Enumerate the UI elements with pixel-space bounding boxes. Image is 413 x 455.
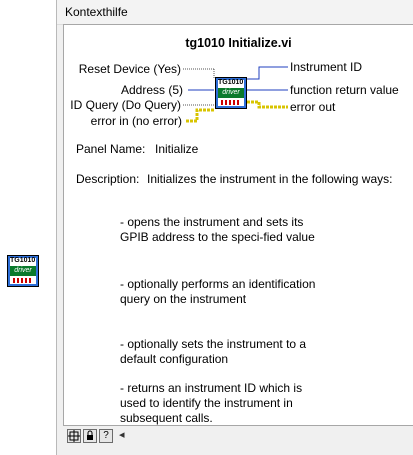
description-bullet: - returns an instrument ID which is used… xyxy=(120,381,303,425)
wire-error-out xyxy=(247,100,288,109)
show-optional-terminals-icon[interactable] xyxy=(67,429,81,443)
wire-instrument-id xyxy=(247,66,288,80)
wire-error-in xyxy=(186,108,214,123)
terminal-error-out: error out xyxy=(290,100,336,114)
horizontal-scrollbar[interactable] xyxy=(135,431,410,443)
description-label: Description: xyxy=(76,172,140,186)
terminal-instrument-id: Instrument ID xyxy=(290,60,363,74)
icon-label: driver xyxy=(10,266,36,276)
terminal-function-return: function return value xyxy=(290,83,399,97)
panel-name-label: Panel Name: xyxy=(76,142,146,156)
lock-icon[interactable] xyxy=(83,429,97,443)
lock-glyph xyxy=(87,430,93,440)
help-icon[interactable]: ? xyxy=(99,429,113,443)
terminal-reset-device: Reset Device (Yes) xyxy=(78,62,181,76)
window-title: Kontexthilfe xyxy=(65,5,128,19)
scroll-left-arrow-icon[interactable]: ◂ xyxy=(119,429,125,441)
icon-connector-bar xyxy=(221,100,241,105)
icon-connector-bar xyxy=(13,278,33,283)
connector-pane-icon: TG1010 driver xyxy=(215,77,247,109)
terminal-error-in: error in (no error) xyxy=(90,114,182,128)
desktop-background: TG1010 driver xyxy=(0,0,56,455)
vi-title: tg1010 Initialize.vi xyxy=(185,36,292,50)
terminal-address: Address (5) xyxy=(120,83,183,97)
icon-header: TG1010 xyxy=(10,257,36,264)
title-bar: Kontexthilfe xyxy=(57,0,413,25)
icon-header: TG1010 xyxy=(218,79,244,86)
help-glyph: ? xyxy=(103,430,109,441)
icon-border xyxy=(8,256,38,286)
help-content: tg1010 Initialize.vi TG1010 driver Reset… xyxy=(63,24,413,426)
description-bullet: - opens the instrument and sets its GPIB… xyxy=(120,215,315,244)
bottom-toolbar: ? ◂ xyxy=(63,427,413,449)
icon-border xyxy=(216,78,246,108)
description-intro: Initializes the instrument in the follow… xyxy=(147,172,393,186)
description-bullet: - optionally performs an identification … xyxy=(120,277,316,306)
vi-icon[interactable]: TG1010 driver xyxy=(7,255,39,287)
connector-glyph xyxy=(68,430,80,442)
description-bullet: - optionally sets the instrument to a de… xyxy=(120,337,307,366)
context-help-window: Kontexthilfe tg1010 Initialize.vi TG1010… xyxy=(56,0,413,455)
icon-label: driver xyxy=(218,88,244,98)
terminal-id-query: ID Query (Do Query) xyxy=(70,98,181,112)
panel-name-value: Initialize xyxy=(155,142,199,156)
connector-diagram xyxy=(183,66,288,123)
